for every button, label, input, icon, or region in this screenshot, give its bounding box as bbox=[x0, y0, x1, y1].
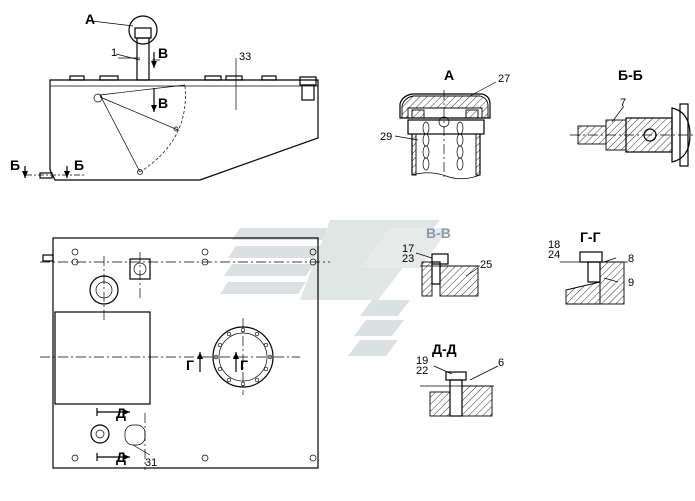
cap-body bbox=[399, 93, 491, 119]
tank-body-outline bbox=[49, 79, 319, 181]
callout-7: 7 bbox=[620, 97, 626, 109]
callout-19: 19 bbox=[416, 355, 428, 367]
callout-8: 8 bbox=[628, 253, 634, 265]
detail-a-circle bbox=[128, 15, 158, 45]
cut-mark-d-bottom: Д bbox=[116, 449, 126, 465]
drain-fitting bbox=[90, 424, 110, 444]
large-flange bbox=[212, 326, 274, 388]
callout-6: 6 bbox=[498, 357, 504, 369]
float-arm bbox=[99, 94, 141, 173]
mounting-plate bbox=[54, 311, 151, 405]
callout-25: 25 bbox=[480, 259, 492, 271]
cut-arrows-top bbox=[96, 352, 239, 461]
callout-24: 24 bbox=[548, 249, 560, 261]
callout-9: 9 bbox=[628, 277, 634, 289]
cut-mark-g-right: Г bbox=[240, 357, 248, 373]
title-section-vv: В-В bbox=[426, 225, 451, 241]
sensor-flange bbox=[129, 258, 151, 280]
cut-mark-g-left: Г bbox=[186, 357, 194, 373]
callout-1: 1 bbox=[111, 47, 117, 59]
tank-side-view bbox=[26, 15, 319, 181]
watermark-logo bbox=[220, 220, 450, 356]
section-gg bbox=[560, 251, 628, 305]
cut-mark-b-left: Б bbox=[10, 157, 20, 173]
section-bb-plug bbox=[570, 103, 694, 167]
title-section-dd: Д-Д bbox=[432, 341, 457, 357]
section-dd bbox=[420, 365, 499, 417]
edge-bolts bbox=[71, 248, 317, 462]
cap-chain bbox=[422, 121, 464, 171]
tank-top-outline bbox=[52, 237, 319, 469]
cut-mark-v-bottom: В bbox=[158, 95, 168, 111]
callout-33: 33 bbox=[239, 51, 251, 63]
tank-top-view bbox=[40, 237, 330, 470]
callout-22: 22 bbox=[416, 365, 428, 377]
callout-17: 17 bbox=[402, 243, 414, 255]
cut-mark-v-top: В bbox=[158, 45, 168, 61]
detail-a-cap bbox=[394, 81, 497, 180]
cut-mark-b-right: Б bbox=[74, 157, 84, 173]
cut-mark-a: А bbox=[85, 11, 95, 27]
cut-mark-d-top: Д bbox=[116, 405, 126, 421]
callout-29: 29 bbox=[380, 131, 392, 143]
callout-27: 27 bbox=[498, 73, 510, 85]
cut-arrows-side bbox=[22, 52, 157, 178]
callout-18: 18 bbox=[548, 239, 560, 251]
title-detail-a: А bbox=[444, 67, 454, 83]
filler-circle bbox=[89, 275, 119, 305]
callout-31: 31 bbox=[145, 457, 157, 469]
section-vv bbox=[415, 252, 480, 297]
title-section-bb: Б-Б bbox=[618, 67, 643, 83]
callout-23: 23 bbox=[402, 253, 414, 265]
title-section-gg: Г-Г bbox=[580, 229, 601, 245]
